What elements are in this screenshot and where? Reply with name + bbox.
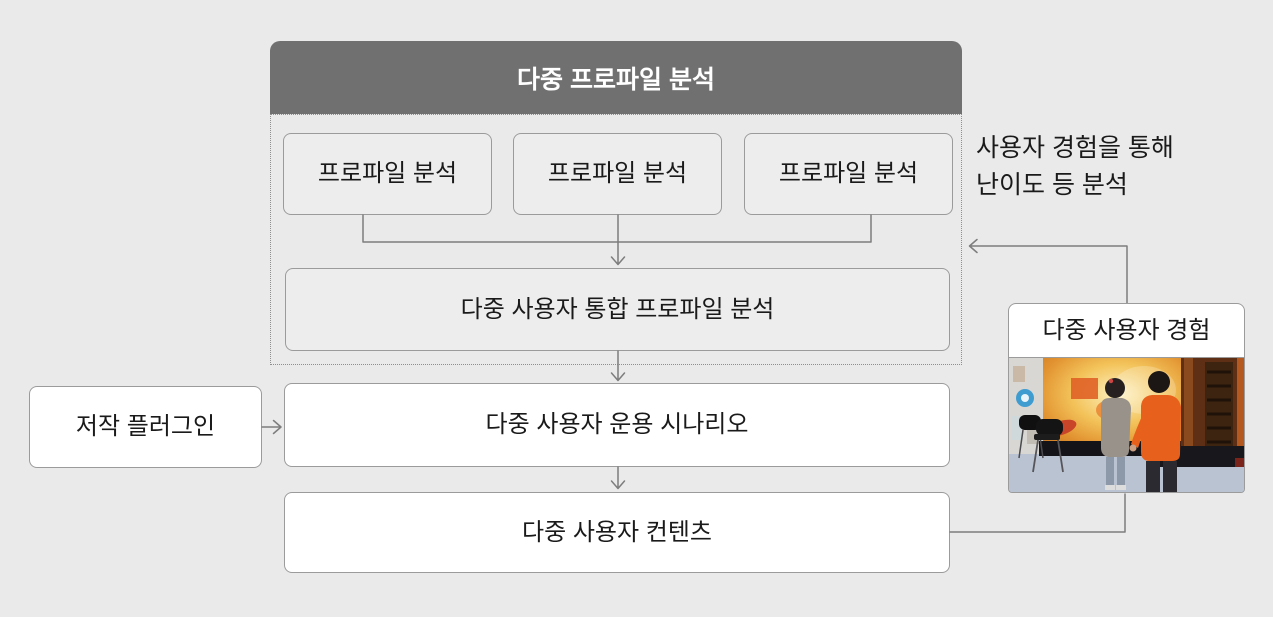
profile-analysis-box-2: 프로파일 분석 [513, 133, 722, 215]
profile-analysis-box-1: 프로파일 분석 [283, 133, 492, 215]
experience-annotation-line1: 사용자 경험을 통해 [976, 134, 1174, 162]
arrow-photo-to-group [968, 238, 1128, 304]
profile-analysis-label-3: 프로파일 분석 [778, 160, 919, 187]
multi-user-experience-photo [1008, 357, 1245, 493]
header-label: 다중 프로파일 분석 [517, 65, 715, 94]
authoring-plugin-label: 저작 플러그인 [75, 413, 216, 440]
multi-user-content-label: 다중 사용자 컨텐츠 [522, 518, 712, 546]
operation-scenario-label: 다중 사용자 운용 시나리오 [485, 411, 749, 438]
profile-analysis-label-1: 프로파일 분석 [317, 160, 458, 187]
profile-analysis-label-2: 프로파일 분석 [547, 160, 688, 187]
multi-user-content-box: 다중 사용자 컨텐츠 [284, 492, 950, 573]
multi-profile-analysis-header: 다중 프로파일 분석 [270, 41, 962, 114]
integrated-profile-analysis-label: 다중 사용자 통합 프로파일 분석 [460, 295, 775, 323]
multi-user-experience-label: 다중 사용자 경험 [1042, 316, 1211, 344]
operation-scenario-box: 다중 사용자 운용 시나리오 [284, 383, 950, 467]
authoring-plugin-box: 저작 플러그인 [29, 386, 262, 468]
arrow-scenario-to-content [610, 466, 626, 490]
multi-user-experience-label-box: 다중 사용자 경험 [1008, 303, 1245, 358]
experience-annotation: 사용자 경험을 통해 난이도 등 분석 [976, 130, 1266, 204]
arrow-plugin-to-scenario [261, 419, 282, 435]
experience-photo-art [1009, 358, 1244, 492]
profile-analysis-box-3: 프로파일 분석 [744, 133, 953, 215]
connector-content-to-photo [949, 493, 1126, 533]
integrated-profile-analysis-box: 다중 사용자 통합 프로파일 분석 [285, 268, 950, 351]
experience-annotation-line2: 난이도 등 분석 [976, 171, 1128, 199]
